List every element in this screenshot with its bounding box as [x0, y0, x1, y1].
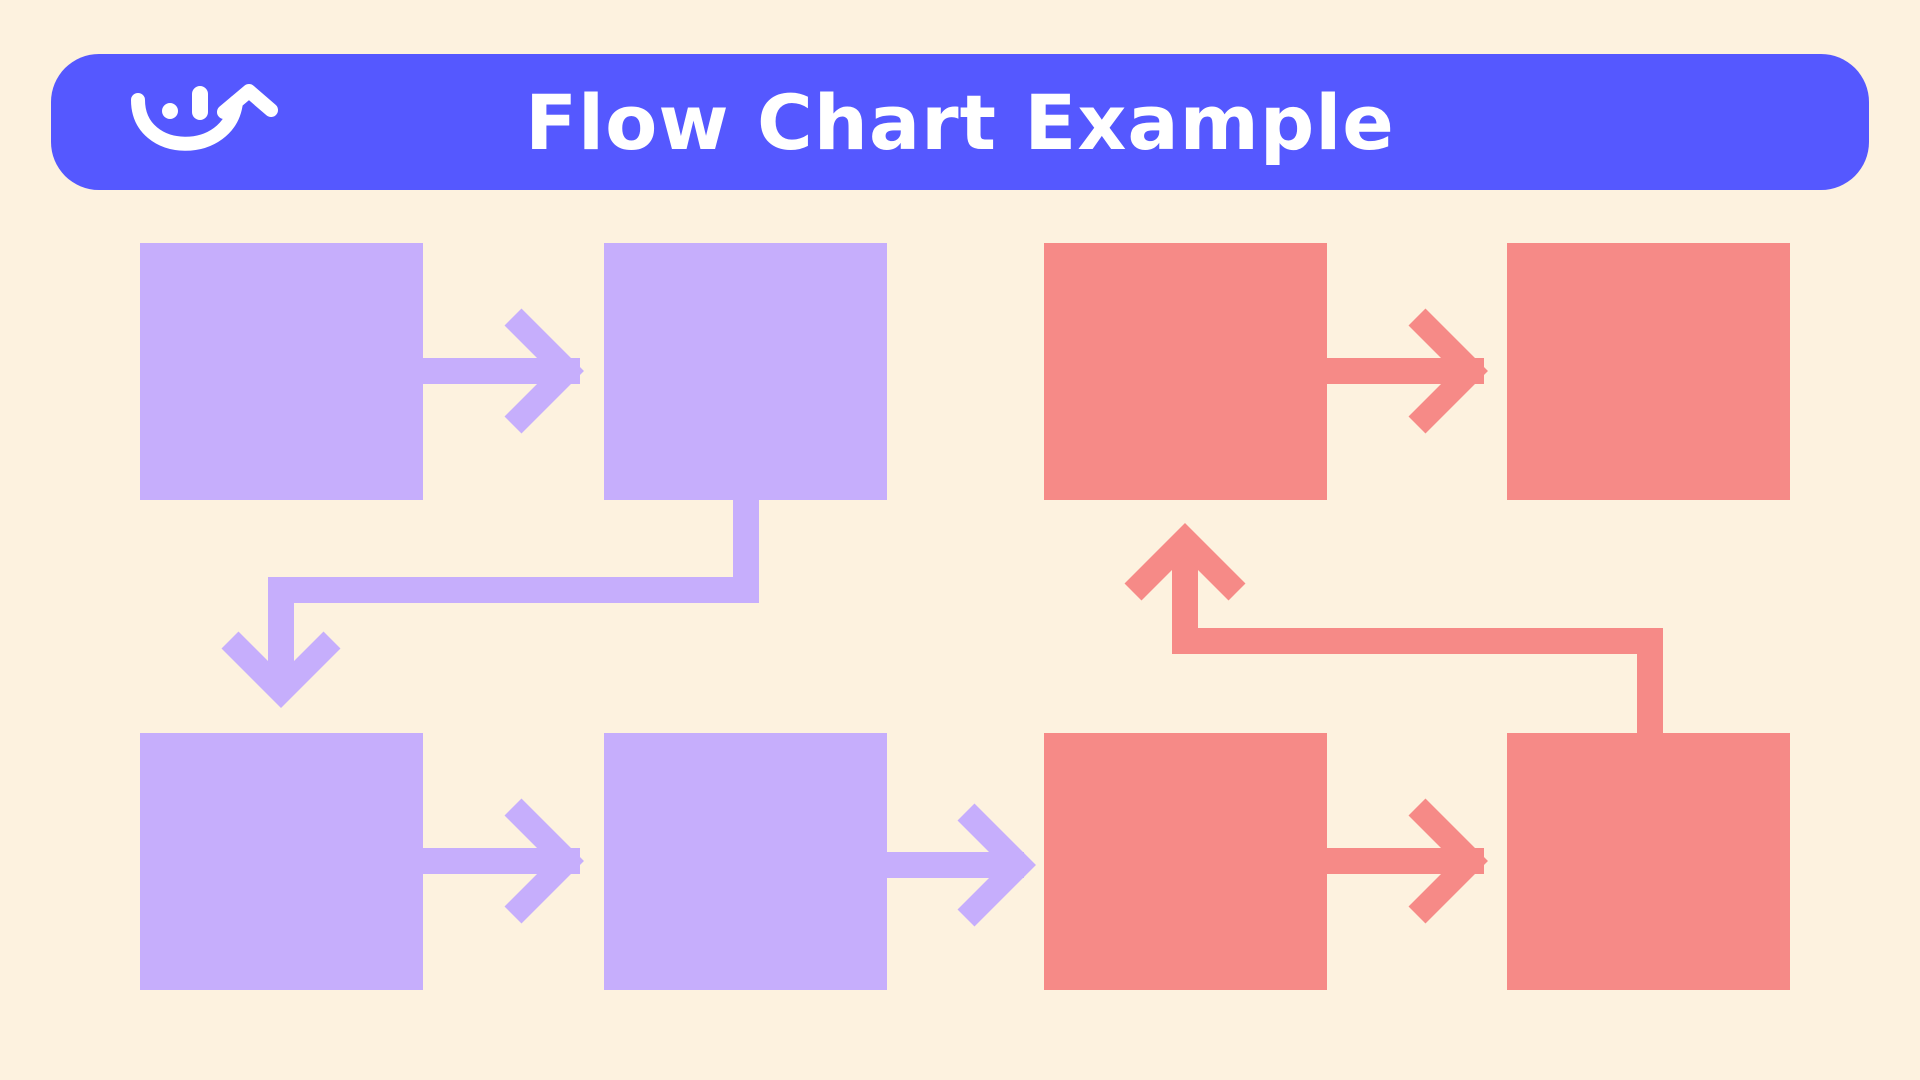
header-bar — [51, 54, 1869, 190]
page-title: Flow Chart Example — [525, 77, 1395, 167]
arrow-right-icon — [1327, 798, 1488, 924]
flow-box-3 — [140, 733, 423, 990]
flow-box-5 — [1044, 733, 1327, 990]
smiley-arrow-logo-icon — [131, 84, 278, 151]
arrow-right-icon — [423, 798, 584, 924]
flow-box-8 — [1507, 243, 1790, 500]
arrow-right-icon — [887, 803, 1036, 927]
arrow-down-icon — [221, 500, 759, 708]
flow-box-1 — [140, 243, 423, 500]
arrow-up-icon — [1124, 523, 1663, 733]
arrow-right-icon — [423, 308, 584, 434]
flow-box-4 — [604, 733, 887, 990]
flow-box-2 — [604, 243, 887, 500]
arrow-right-icon — [1327, 308, 1488, 434]
flow-box-7 — [1044, 243, 1327, 500]
flow-box-6 — [1507, 733, 1790, 990]
